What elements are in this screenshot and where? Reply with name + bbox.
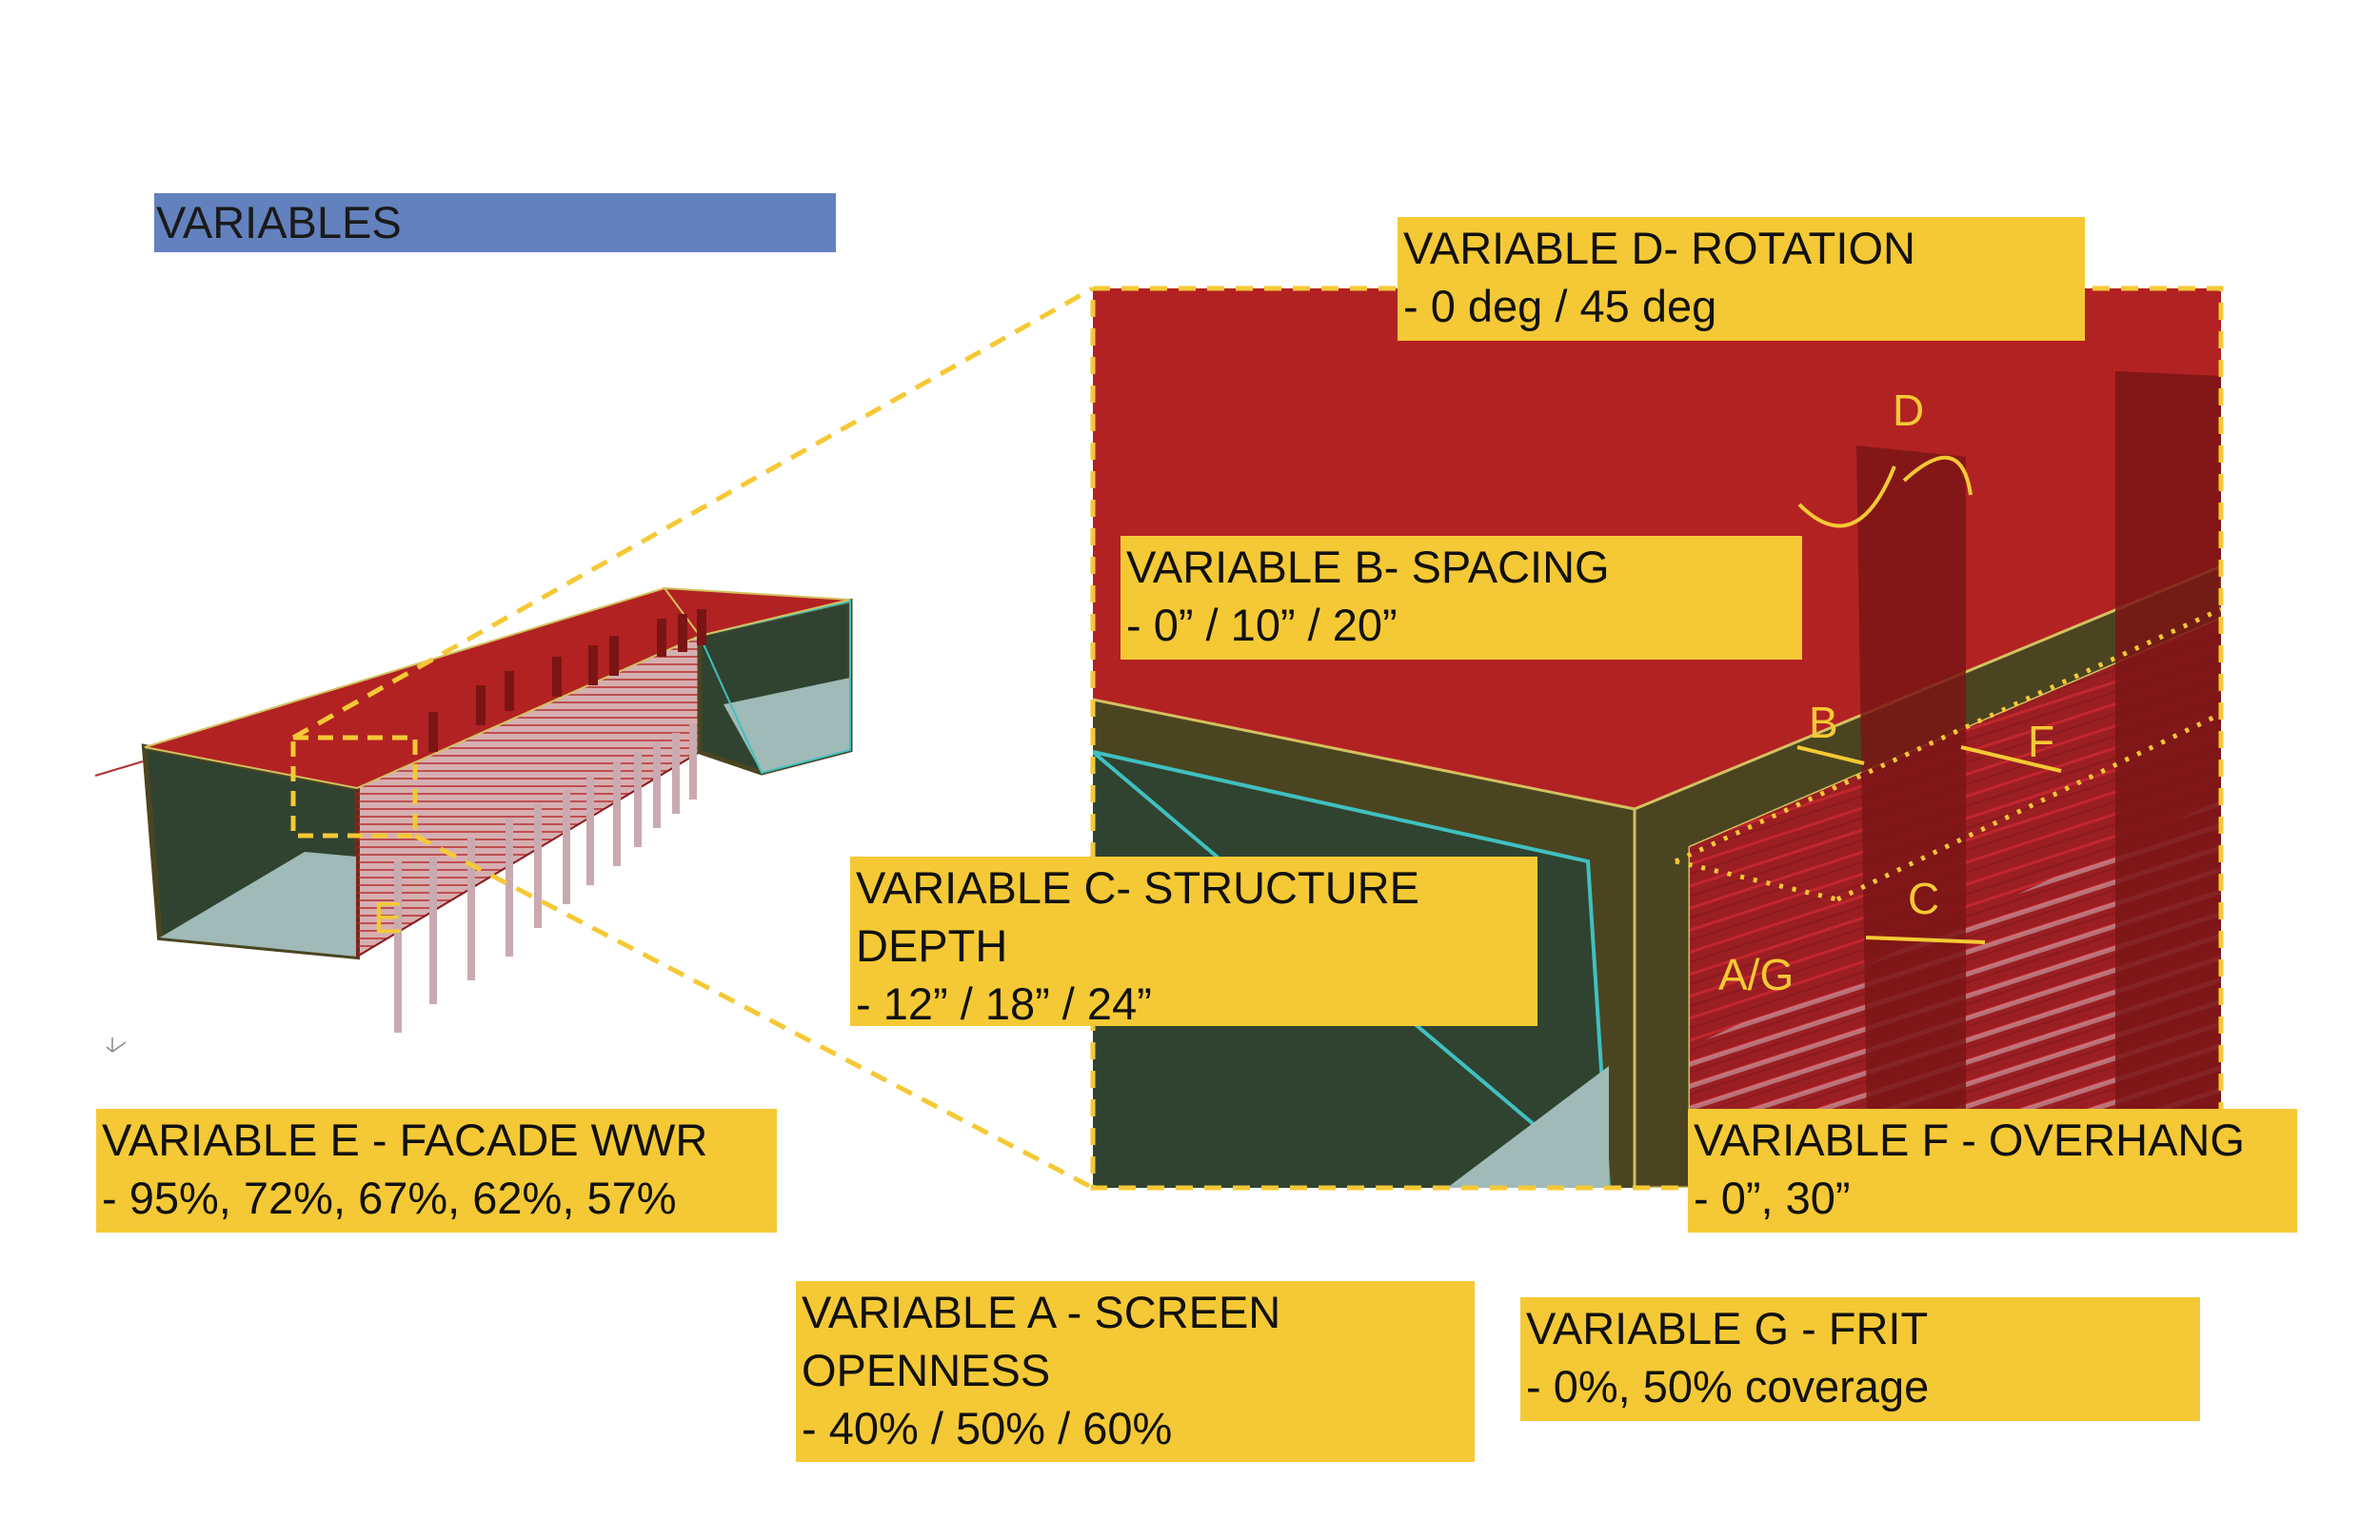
variable-e-label: VARIABLE E - FACADE WWR - 95%, 72%, 67%,…: [96, 1109, 777, 1233]
variable-f-title: VARIABLE F - OVERHANG: [1694, 1115, 2245, 1165]
variable-c-values: - 12” / 18” / 24”: [856, 978, 1152, 1029]
variable-d-values: - 0 deg / 45 deg: [1403, 281, 1717, 331]
variable-b-label: VARIABLE B- SPACING - 0” / 10” / 20”: [1121, 536, 1802, 660]
variable-c-title-2: DEPTH: [856, 920, 1008, 971]
variable-d-label: VARIABLE D- ROTATION - 0 deg / 45 deg: [1398, 217, 2085, 341]
page-title: VARIABLES: [154, 193, 836, 252]
variable-c-title: VARIABLE C- STRUCTURE: [856, 862, 1419, 913]
letter-c: C: [1908, 874, 1939, 923]
variable-d-title: VARIABLE D- ROTATION: [1403, 223, 1915, 273]
zoom-callout-lines: [291, 286, 1095, 1191]
variable-a-label: VARIABLE A - SCREEN OPENNESS - 40% / 50%…: [796, 1281, 1475, 1462]
variable-f-label: VARIABLE F - OVERHANG - 0”, 30”: [1688, 1109, 2297, 1233]
small-building: E: [94, 586, 853, 1053]
letter-ag: A/G: [1718, 950, 1794, 999]
zoom-frame: [1090, 286, 2224, 1191]
letter-b: B: [1809, 698, 1838, 747]
variable-a-title-2: OPENNESS: [802, 1345, 1051, 1395]
letter-d: D: [1893, 385, 1924, 435]
zoomed-detail: D B F C A/G: [1093, 288, 2221, 1188]
variable-g-values: - 0%, 50% coverage: [1526, 1361, 1930, 1412]
variable-g-label: VARIABLE G - FRIT - 0%, 50% coverage: [1520, 1297, 2200, 1421]
variable-e-title: VARIABLE E - FACADE WWR: [102, 1115, 708, 1165]
variable-b-title: VARIABLE B- SPACING: [1126, 542, 1610, 592]
variable-c-label: VARIABLE C- STRUCTURE DEPTH - 12” / 18” …: [850, 857, 1537, 1029]
variable-g-title: VARIABLE G - FRIT: [1526, 1303, 1929, 1353]
letter-e: E: [373, 893, 403, 942]
variable-a-values: - 40% / 50% / 60%: [802, 1403, 1173, 1453]
variable-b-values: - 0” / 10” / 20”: [1126, 600, 1398, 650]
letter-f: F: [2028, 717, 2054, 766]
variable-e-values: - 95%, 72%, 67%, 62%, 57%: [102, 1173, 677, 1223]
variable-a-title: VARIABLE A - SCREEN: [802, 1287, 1281, 1337]
variable-f-values: - 0”, 30”: [1694, 1173, 1851, 1223]
